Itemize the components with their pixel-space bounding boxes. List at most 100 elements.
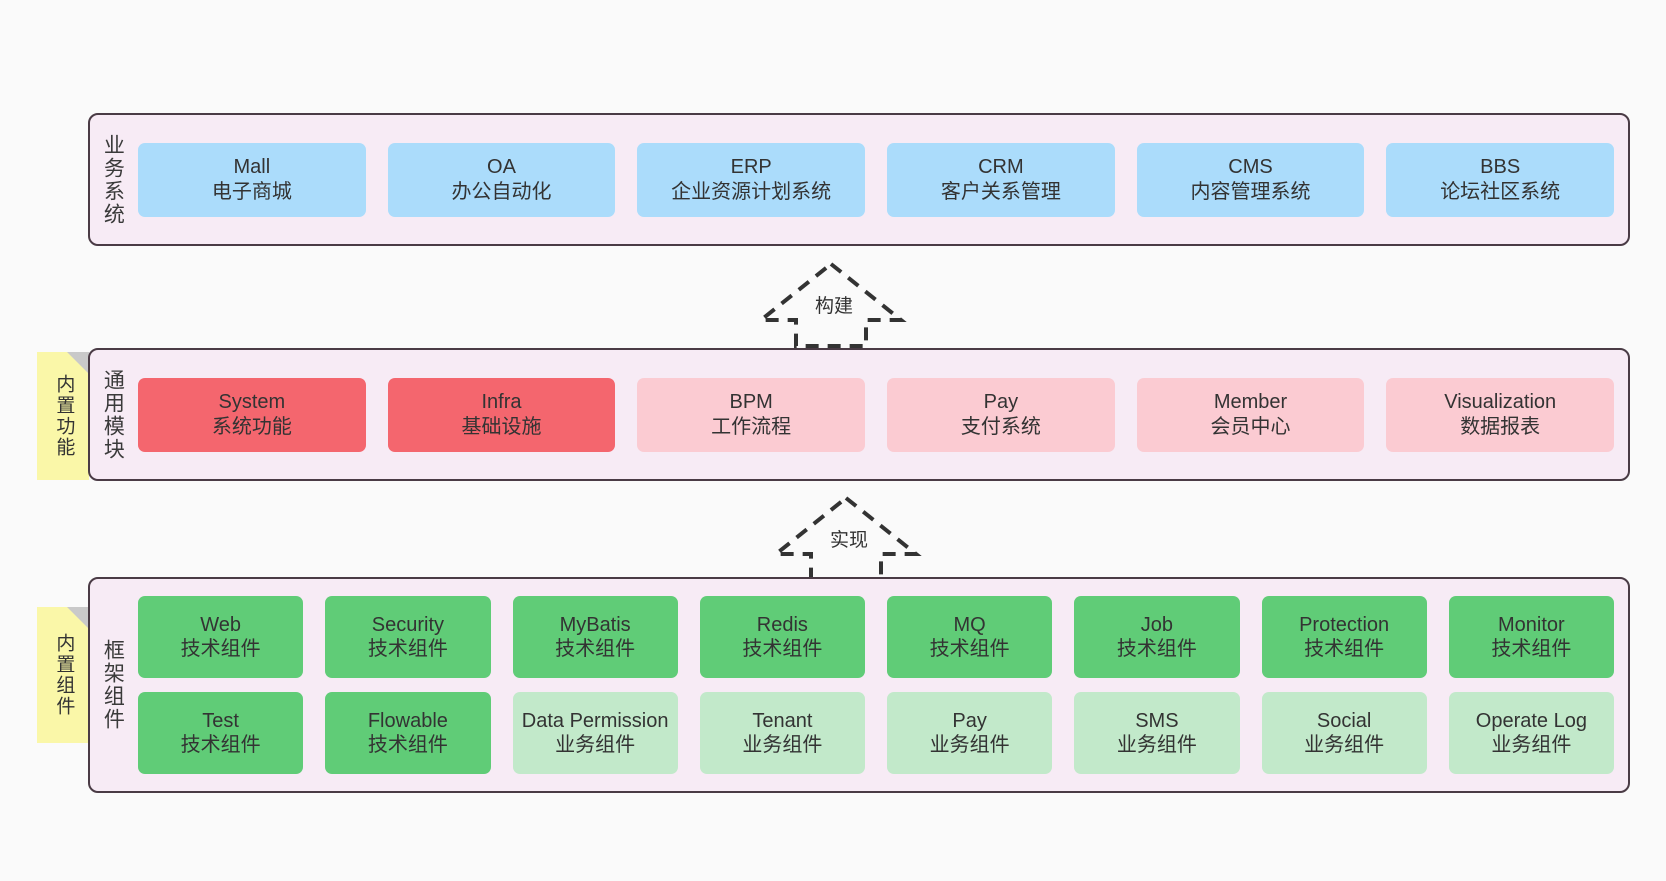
card-subtitle: 技术组件 xyxy=(929,638,1010,660)
card-subtitle: 业务组件 xyxy=(1491,734,1572,756)
card-subtitle: 技术组件 xyxy=(742,638,823,660)
business-systems-label: 业务系统 xyxy=(101,133,125,226)
card-subtitle: 会员中心 xyxy=(1210,415,1291,438)
card-subtitle: 技术组件 xyxy=(180,638,261,660)
card-redis[interactable]: Redis 技术组件 xyxy=(699,596,865,678)
card-mall[interactable]: Mall 电子商城 xyxy=(138,142,366,217)
card-bpm[interactable]: BPM 工作流程 xyxy=(637,377,866,452)
card-subtitle: 业务组件 xyxy=(555,734,636,756)
common-modules-row: System 系统功能 Infra 基础设施 BPM 工作流程 Pay 支付系统… xyxy=(138,377,1615,452)
card-subtitle: 技术组件 xyxy=(180,734,261,756)
card-title: Redis xyxy=(756,613,808,636)
card-subtitle: 业务组件 xyxy=(1116,734,1197,756)
common-modules-label: 通用模块 xyxy=(101,368,125,461)
card-title: MQ xyxy=(953,613,986,636)
card-infra[interactable]: Infra 基础设施 xyxy=(387,377,616,452)
card-title: Data Permission xyxy=(521,709,669,732)
card-subtitle: 电子商城 xyxy=(211,180,292,203)
business-systems-body: Mall 电子商城 OA 办公自动化 ERP 企业资源计划系统 CRM 客户关系… xyxy=(134,115,1628,244)
framework-components-label: 框架组件 xyxy=(101,639,125,731)
card-social[interactable]: Social 业务组件 xyxy=(1261,692,1427,774)
card-title: Web xyxy=(200,613,241,636)
arrow-build: 构建 xyxy=(755,258,907,348)
card-title: Operate Log xyxy=(1475,709,1587,732)
card-mybatis[interactable]: MyBatis 技术组件 xyxy=(512,596,678,678)
card-data-permission[interactable]: Data Permission 业务组件 xyxy=(512,692,678,774)
card-cms[interactable]: CMS 内容管理系统 xyxy=(1136,142,1365,217)
common-modules-panel: 通用模块 System 系统功能 Infra 基础设施 BPM 工作流程 Pay… xyxy=(88,348,1630,481)
card-subtitle: 技术组件 xyxy=(367,734,448,756)
card-title: Member xyxy=(1213,391,1288,414)
card-title: SMS xyxy=(1135,709,1179,732)
card-subtitle: 业务组件 xyxy=(1304,734,1385,756)
card-title: Flowable xyxy=(367,709,448,732)
card-title: Visualization xyxy=(1444,391,1557,414)
card-monitor[interactable]: Monitor 技术组件 xyxy=(1448,596,1614,678)
card-title: Monitor xyxy=(1498,613,1565,636)
card-subtitle: 工作流程 xyxy=(711,415,792,438)
card-web[interactable]: Web 技术组件 xyxy=(138,596,304,678)
card-subtitle: 论坛社区系统 xyxy=(1440,180,1561,203)
card-flowable[interactable]: Flowable 技术组件 xyxy=(325,692,491,774)
card-crm[interactable]: CRM 客户关系管理 xyxy=(887,142,1115,217)
card-title: CMS xyxy=(1228,156,1273,179)
card-tenant[interactable]: Tenant 业务组件 xyxy=(699,692,865,774)
card-test[interactable]: Test 技术组件 xyxy=(138,692,304,774)
card-oa[interactable]: OA 办公自动化 xyxy=(387,142,616,217)
card-subtitle: 技术组件 xyxy=(1304,638,1385,660)
card-subtitle: 客户关系管理 xyxy=(940,180,1061,203)
card-system[interactable]: System 系统功能 xyxy=(138,377,366,452)
card-title: ERP xyxy=(730,156,772,179)
arrow-implement: 实现 xyxy=(770,492,922,582)
card-title: Infra xyxy=(481,391,522,414)
card-pay[interactable]: Pay 支付系统 xyxy=(887,377,1115,452)
framework-components-panel: 框架组件 Web 技术组件 Security 技术组件 MyBatis 技术组件… xyxy=(88,577,1630,793)
card-operate-log[interactable]: Operate Log 业务组件 xyxy=(1448,692,1614,774)
card-title: Pay xyxy=(952,709,987,732)
card-protection[interactable]: Protection 技术组件 xyxy=(1261,596,1427,678)
card-title: BPM xyxy=(729,391,773,414)
framework-business-row: Test 技术组件 Flowable 技术组件 Data Permission … xyxy=(138,692,1614,774)
sticky-note-builtin-component: 内置组件 xyxy=(37,607,89,743)
arrow-implement-label: 实现 xyxy=(830,530,869,551)
card-subtitle: 技术组件 xyxy=(555,638,636,660)
card-security[interactable]: Security 技术组件 xyxy=(325,596,491,678)
card-sms[interactable]: SMS 业务组件 xyxy=(1074,692,1240,774)
card-title: CRM xyxy=(978,156,1024,179)
card-pay-business[interactable]: Pay 业务组件 xyxy=(887,692,1053,774)
card-subtitle: 基础设施 xyxy=(461,415,542,438)
card-subtitle: 业务组件 xyxy=(742,734,823,756)
card-subtitle: 技术组件 xyxy=(367,638,448,660)
card-member[interactable]: Member 会员中心 xyxy=(1136,377,1365,452)
card-erp[interactable]: ERP 企业资源计划系统 xyxy=(637,142,866,217)
sticky-note-builtin-function: 内置功能 xyxy=(37,352,89,480)
arrow-build-label: 构建 xyxy=(815,296,854,317)
framework-tech-row: Web 技术组件 Security 技术组件 MyBatis 技术组件 Redi… xyxy=(138,596,1614,678)
card-subtitle: 内容管理系统 xyxy=(1190,180,1311,203)
business-systems-row: Mall 电子商城 OA 办公自动化 ERP 企业资源计划系统 CRM 客户关系… xyxy=(138,142,1615,217)
card-subtitle: 系统功能 xyxy=(211,415,292,438)
business-systems-panel: 业务系统 Mall 电子商城 OA 办公自动化 ERP 企业资源计划系统 CRM… xyxy=(88,113,1630,246)
card-subtitle: 支付系统 xyxy=(960,415,1041,438)
card-visualization[interactable]: Visualization 数据报表 xyxy=(1386,377,1615,452)
card-job[interactable]: Job 技术组件 xyxy=(1074,596,1240,678)
card-title: System xyxy=(218,391,286,414)
card-title: Security xyxy=(371,613,444,636)
card-mq[interactable]: MQ 技术组件 xyxy=(887,596,1053,678)
card-title: BBS xyxy=(1480,156,1521,179)
card-bbs[interactable]: BBS 论坛社区系统 xyxy=(1386,142,1615,217)
card-title: Protection xyxy=(1299,613,1390,636)
card-subtitle: 业务组件 xyxy=(929,734,1010,756)
card-subtitle: 企业资源计划系统 xyxy=(671,180,832,203)
card-title: Test xyxy=(202,709,239,732)
framework-components-body: Web 技术组件 Security 技术组件 MyBatis 技术组件 Redi… xyxy=(134,579,1628,791)
card-title: Job xyxy=(1140,613,1173,636)
common-modules-body: System 系统功能 Infra 基础设施 BPM 工作流程 Pay 支付系统… xyxy=(134,350,1628,479)
card-subtitle: 技术组件 xyxy=(1116,638,1197,660)
card-title: Social xyxy=(1316,709,1372,732)
card-title: OA xyxy=(487,156,516,179)
card-title: Tenant xyxy=(752,709,813,732)
card-subtitle: 数据报表 xyxy=(1460,415,1541,438)
card-subtitle: 办公自动化 xyxy=(451,180,552,203)
sticky-note-text: 内置功能 xyxy=(53,374,75,458)
